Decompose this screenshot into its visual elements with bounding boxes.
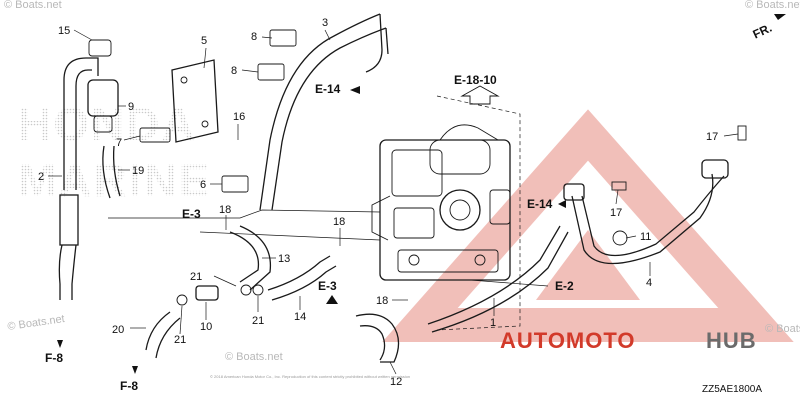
part-number-18-left: 18: [219, 204, 231, 216]
watermark-top-right: © Boats.net: [745, 0, 800, 11]
ref-label-e3-mid: E-3: [318, 279, 337, 293]
part-number-15: 15: [58, 25, 70, 37]
part-number-19: 19: [132, 165, 144, 177]
front-arrow-icon: [774, 14, 786, 20]
part-number-21-lower: 21: [174, 334, 186, 346]
bolt-17-upper: [737, 125, 747, 141]
part-number-8-upper: 8: [251, 31, 257, 43]
ref-label-e14-right: E-14: [527, 197, 553, 211]
clip-11: [612, 230, 628, 246]
part-number-5: 5: [201, 35, 207, 47]
ref-label-e18-10: E-18-10: [454, 73, 497, 87]
ref-label-f8-bottom: F-8: [120, 379, 138, 393]
part-number-6: 6: [200, 179, 206, 191]
fuel-hose-4: [563, 159, 729, 265]
automotohub-triangle-logo: [382, 109, 794, 342]
part-number-20: 20: [112, 324, 124, 336]
ref-label-e3-left: E-3: [182, 207, 201, 221]
brand-ghost-line-1: HONDA: [18, 98, 197, 150]
part-number-1: 1: [490, 317, 496, 329]
part-number-11: 11: [640, 231, 651, 243]
watermark-top-left: © Boats.net: [4, 0, 62, 11]
fuel-hose-3: [259, 13, 389, 211]
part-number-17-lower: 17: [610, 207, 622, 219]
part-number-2: 2: [38, 171, 44, 183]
part-number-21-upper: 21: [190, 271, 202, 283]
part-number-18-mid: 18: [333, 216, 345, 228]
part-number-10: 10: [200, 321, 212, 333]
part-number-16: 16: [233, 111, 245, 123]
diagram-code: ZZ5AE1800A: [702, 384, 762, 395]
fuel-hose-13: [229, 231, 260, 283]
fuel-filter-and-hoses: [58, 39, 121, 300]
fuel-hose-20: [145, 311, 171, 351]
part-number-9: 9: [128, 101, 134, 113]
ref-arrow-f8-top-icon: [57, 340, 63, 348]
reference-arrow-e18: [460, 85, 500, 105]
up-arrow-icon: [460, 85, 500, 105]
ref-arrow-e3-mid-icon: [326, 295, 338, 304]
fuel-hose-12: [355, 313, 400, 363]
ref-label-e2: E-2: [555, 279, 574, 293]
ref-label-e14-top: E-14: [315, 82, 341, 96]
front-direction-label: FR.: [751, 21, 774, 42]
part-number-8-lower: 8: [231, 65, 237, 77]
carburetor-assembly-drawing: [371, 124, 511, 281]
fuel-hose-1: [427, 225, 561, 325]
part-number-13: 13: [278, 253, 290, 265]
automotohub-wordmark: AUTOMOTO HUB: [500, 328, 757, 353]
front-direction-indicator: FR.: [751, 14, 786, 42]
fuel-joint-10: [176, 284, 264, 306]
part-number-14: 14: [294, 311, 306, 323]
copyright-fine-print: © 2018 American Honda Motor Co., Inc. Re…: [210, 374, 410, 379]
leader-lines: [48, 29, 739, 375]
watermark-bottom-center: © Boats.net: [225, 351, 283, 363]
fuel-hose-14: [267, 255, 331, 291]
bolt-17: [611, 181, 627, 191]
ref-arrow-f8-bottom-icon: [132, 366, 138, 374]
part-number-21-mid: 21: [252, 315, 264, 327]
watermark-bottom-left: © Boats.net: [7, 313, 66, 333]
part-number-4: 4: [646, 277, 652, 289]
watermark-bottom-right: © Boats.net: [765, 323, 800, 335]
logo-text-automoto: AUTOMOTO: [500, 328, 636, 353]
brand-ghost-line-2: MARINE: [18, 154, 211, 206]
part-number-7: 7: [116, 137, 122, 149]
ref-arrow-e14-top-icon: [350, 86, 360, 94]
part-number-3: 3: [322, 17, 328, 29]
assembly-boundary: [436, 95, 521, 331]
part-number-17-upper: 17: [706, 131, 718, 143]
honda-marine-background-logo: HONDA MARINE: [18, 98, 211, 206]
mounting-bracket: [139, 59, 219, 143]
ref-label-f8-top: F-8: [45, 351, 63, 365]
ref-arrow-e14-right-icon: [558, 200, 566, 208]
part-number-18-right: 18: [376, 295, 388, 307]
logo-text-hub: HUB: [706, 328, 757, 353]
part-number-12: 12: [390, 376, 402, 388]
